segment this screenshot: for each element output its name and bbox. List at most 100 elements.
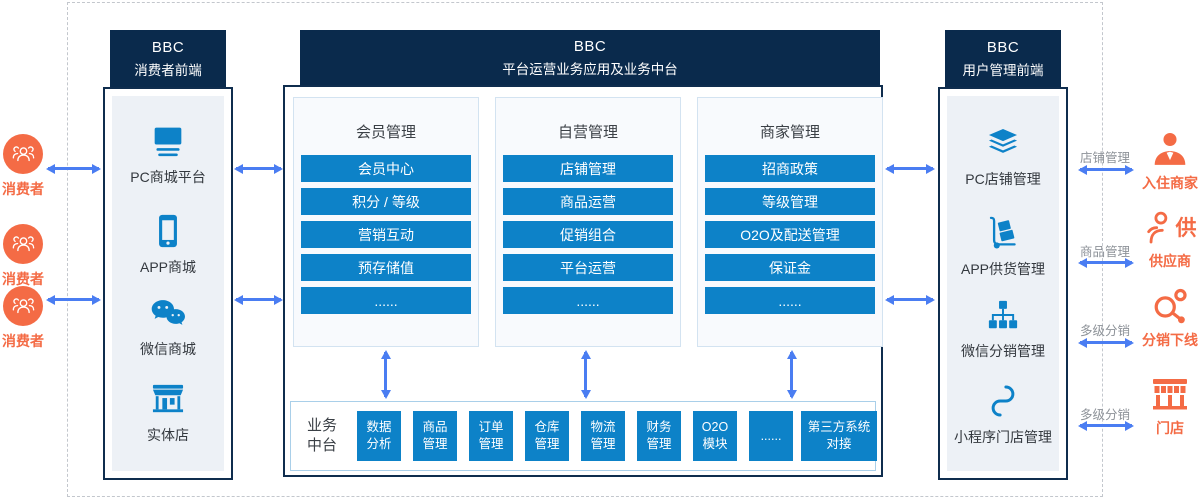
- channel-pc-mall: PC商城平台: [112, 122, 224, 187]
- consumer-left-arrow: [46, 294, 101, 305]
- arrow-label: 多级分销: [1079, 408, 1130, 422]
- left-panel-body: PC商城平台 APP商城 微信商城 实体店: [112, 96, 224, 471]
- consumer-label: 消费者: [2, 333, 44, 349]
- tool-label: 微信分销管理: [961, 343, 1045, 359]
- users-icon: [3, 224, 43, 264]
- channel-label: 实体店: [147, 427, 189, 443]
- group-member-management: 会员管理 会员中心 积分 / 等级 营销互动 预存储值 ......: [293, 97, 479, 347]
- right-header-subtitle: 用户管理前端: [962, 62, 1044, 78]
- arrow-label: 店铺管理: [1079, 151, 1130, 165]
- layers-icon: [947, 124, 1059, 162]
- module-button: 营销互动: [301, 221, 471, 248]
- group-title: 商家管理: [759, 124, 820, 141]
- platform-module: 商品管理: [413, 411, 457, 461]
- module-button: 促销组合: [503, 221, 673, 248]
- middle-platform-label-line2: 中台: [307, 437, 338, 454]
- mobile-icon: [112, 212, 224, 250]
- group-title: 会员管理: [355, 124, 416, 141]
- right-panel: PC店铺管理 APP供货管理 微信分销管理 小程序门店管理: [938, 87, 1068, 480]
- partner-store: 门店: [1138, 374, 1200, 438]
- consumer-label: 消费者: [2, 271, 44, 287]
- consumer-entity: 消费者: [0, 286, 46, 351]
- right-header-title: BBC: [986, 38, 1020, 56]
- tool-label: PC店铺管理: [965, 171, 1041, 187]
- group-platform-arrow: [580, 350, 591, 399]
- module-button: 积分 / 等级: [301, 188, 471, 215]
- module-button: 店铺管理: [503, 155, 673, 182]
- tool-label: 小程序门店管理: [954, 429, 1052, 445]
- center-panel-header: BBC 平台运营业务应用及业务中台: [300, 30, 880, 85]
- diagram-boundary: [67, 2, 1103, 497]
- center-header-title: BBC: [573, 37, 607, 55]
- platform-module: 物流管理: [581, 411, 625, 461]
- platform-module: 数据分析: [357, 411, 401, 461]
- module-button: 预存储值: [301, 254, 471, 281]
- supplier-side-char: 供: [1175, 217, 1197, 240]
- supplier-icon: 供: [1138, 207, 1200, 247]
- trolley-icon: [947, 214, 1059, 252]
- module-button: 平台运营: [503, 254, 673, 281]
- channel-wechat-mall: 微信商城: [112, 294, 224, 359]
- group-title: 自营管理: [557, 124, 618, 141]
- module-button: ......: [301, 287, 471, 314]
- shop-icon: [1138, 374, 1200, 414]
- right-partner-arrow: [1078, 420, 1134, 431]
- left-center-arrow: [234, 294, 283, 305]
- module-button: O2O及配送管理: [705, 221, 875, 248]
- center-header-subtitle: 平台运营业务应用及业务中台: [502, 61, 678, 77]
- partner-supplier: 供 供应商: [1138, 207, 1200, 271]
- partner-label: 门店: [1156, 420, 1184, 436]
- middle-platform-label: 业务 中台: [307, 416, 337, 457]
- share-icon: [1138, 286, 1200, 326]
- consumer-left-arrow: [46, 163, 101, 174]
- channel-physical-store: 实体店: [112, 380, 224, 445]
- right-partner-arrow: [1078, 164, 1134, 175]
- arrow-label: 多级分销: [1079, 324, 1130, 338]
- left-center-arrow: [234, 163, 283, 174]
- center-right-arrow: [885, 163, 935, 174]
- left-panel-header: BBC 消费者前端: [110, 30, 226, 87]
- right-panel-body: PC店铺管理 APP供货管理 微信分销管理 小程序门店管理: [947, 96, 1059, 471]
- arrow-label: 商品管理: [1079, 245, 1130, 259]
- tool-label: APP供货管理: [960, 261, 1045, 277]
- group-platform-arrow: [786, 350, 797, 399]
- partner-distributor: 分销下线: [1138, 286, 1200, 350]
- consumer-entity: 消费者: [0, 224, 46, 289]
- tool-miniprogram-store-management: 小程序门店管理: [947, 382, 1059, 447]
- module-button: 会员中心: [301, 155, 471, 182]
- module-button: 等级管理: [705, 188, 875, 215]
- platform-module: 订单管理: [469, 411, 513, 461]
- channel-label: APP商城: [139, 259, 196, 275]
- center-right-arrow: [885, 294, 935, 305]
- group-merchant-management: 商家管理 招商政策 等级管理 O2O及配送管理 保证金 ......: [697, 97, 883, 347]
- module-button: 商品运营: [503, 188, 673, 215]
- left-panel: PC商城平台 APP商城 微信商城 实体店: [103, 87, 233, 480]
- tool-pc-shop-management: PC店铺管理: [947, 124, 1059, 189]
- right-panel-header: BBC 用户管理前端: [945, 30, 1061, 87]
- channel-label: PC商城平台: [130, 169, 206, 185]
- tool-app-supply-management: APP供货管理: [947, 214, 1059, 279]
- consumer-label: 消费者: [2, 181, 44, 197]
- module-button: ......: [705, 287, 875, 314]
- wechat-icon: [112, 294, 224, 332]
- module-button: 招商政策: [705, 155, 875, 182]
- right-partner-arrow: [1078, 257, 1134, 268]
- users-icon: [3, 286, 43, 326]
- platform-module: 第三方系统对接: [801, 411, 877, 461]
- partner-label: 入住商家: [1142, 175, 1198, 191]
- platform-module: 仓库管理: [525, 411, 569, 461]
- partner-label: 分销下线: [1142, 332, 1198, 348]
- tool-wechat-distribution-management: 微信分销管理: [947, 296, 1059, 361]
- hierarchy-icon: [947, 296, 1059, 334]
- module-button: ......: [503, 287, 673, 314]
- platform-module: ......: [749, 411, 793, 461]
- partner-settled-merchant: 入住商家: [1138, 129, 1200, 193]
- middle-platform-label-line1: 业务: [307, 416, 338, 434]
- right-partner-arrow: [1078, 337, 1134, 348]
- channel-label: 微信商城: [140, 341, 196, 357]
- consumer-entity: 消费者: [0, 134, 46, 199]
- left-header-title: BBC: [151, 38, 185, 56]
